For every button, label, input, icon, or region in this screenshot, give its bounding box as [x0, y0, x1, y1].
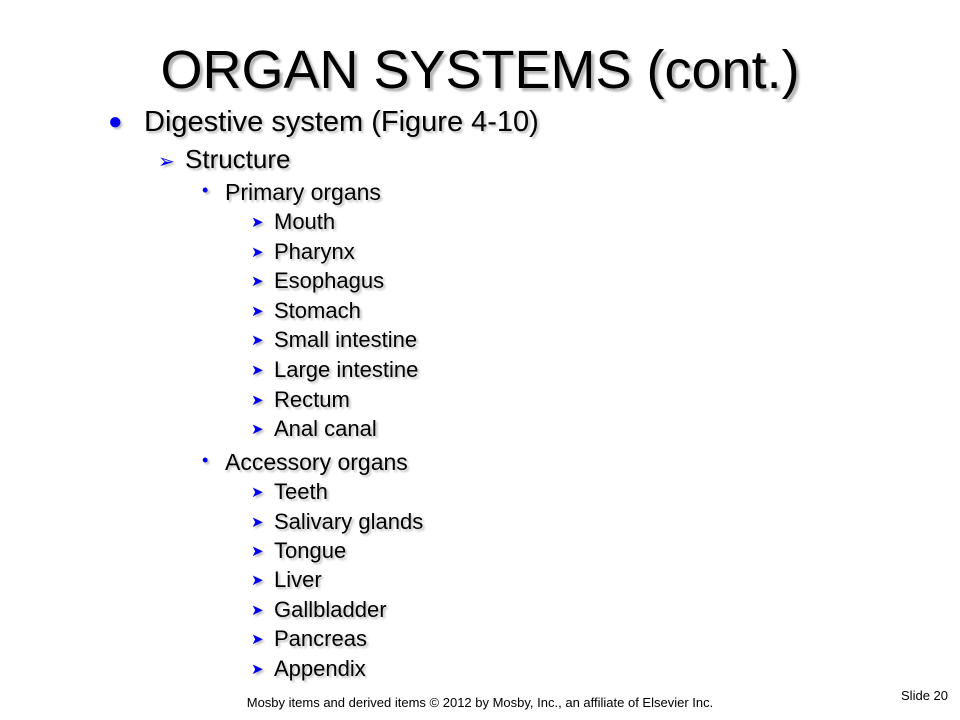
arrowhead-bullet-icon: ➤ [251, 661, 264, 678]
small-dot-bullet-icon: • [202, 450, 209, 470]
list-item: ➤ Stomach [251, 297, 361, 328]
arrowhead-bullet-icon: ➤ [251, 421, 264, 438]
bullet-structure: ➢ Structure [158, 144, 291, 177]
filled-circle-bullet-icon: ● [108, 108, 123, 135]
bullet-text: Digestive system (Figure 4-10) [144, 106, 539, 138]
list-item: ➤ Salivary glands [251, 508, 423, 539]
list-item: ➤ Gallbladder [251, 596, 387, 627]
organ-name: Mouth [274, 209, 336, 234]
organ-name: Anal canal [274, 416, 377, 441]
bullet-primary-organs: • Primary organs [202, 178, 381, 208]
list-item: ➤ Pancreas [251, 625, 367, 656]
slide-title: ORGAN SYSTEMS (cont.) [160, 40, 800, 100]
arrowhead-bullet-icon: ➤ [251, 484, 264, 501]
list-item: ➤ Teeth [251, 478, 328, 509]
arrowhead-bullet-icon: ➤ [251, 392, 264, 409]
organ-name: Liver [274, 567, 322, 592]
organ-name: Stomach [274, 298, 361, 323]
arrowhead-bullet-icon: ➤ [251, 244, 264, 261]
arrowhead-bullet-icon: ➤ [251, 273, 264, 290]
organ-name: Pancreas [274, 626, 367, 651]
copyright-footer: Mosby items and derived items © 2012 by … [246, 695, 714, 710]
list-item: ➤ Mouth [251, 208, 335, 239]
bullet-text: Structure [185, 144, 291, 174]
organ-name: Gallbladder [274, 597, 387, 622]
list-item: ➤ Liver [251, 566, 322, 597]
arrowhead-bullet-icon: ➤ [251, 303, 264, 320]
arrowhead-bullet-icon: ➤ [251, 543, 264, 560]
list-item: ➤ Small intestine [251, 326, 417, 357]
slide-number: Slide 20 [901, 688, 948, 703]
organ-name: Tongue [274, 538, 347, 563]
list-item: ➤ Rectum [251, 386, 350, 417]
arrowhead-bullet-icon: ➤ [251, 362, 264, 379]
organ-name: Salivary glands [274, 509, 424, 534]
list-item: ➤ Anal canal [251, 415, 377, 446]
arrowhead-bullet-icon: ➤ [251, 631, 264, 648]
arrowhead-bullet-icon: ➤ [251, 214, 264, 231]
arrowhead-bullet-icon: ➤ [251, 602, 264, 619]
bullet-accessory-organs: • Accessory organs [202, 448, 408, 478]
organ-name: Teeth [274, 479, 328, 504]
list-item: ➤ Large intestine [251, 356, 418, 387]
list-item: ➤ Esophagus [251, 267, 384, 298]
organ-name: Appendix [274, 656, 366, 681]
arrowhead-bullet-icon: ➤ [251, 572, 264, 589]
list-item: ➤ Appendix [251, 655, 366, 686]
arrowhead-bullet-icon: ➤ [251, 332, 264, 349]
organ-name: Rectum [274, 387, 350, 412]
bullet-text: Accessory organs [225, 449, 408, 475]
arrowhead-bullet-icon: ➢ [158, 151, 175, 173]
organ-name: Small intestine [274, 327, 418, 352]
list-item: ➤ Tongue [251, 537, 346, 568]
organ-name: Large intestine [274, 357, 419, 382]
small-dot-bullet-icon: • [202, 180, 209, 200]
organ-name: Pharynx [274, 239, 355, 264]
arrowhead-bullet-icon: ➤ [251, 514, 264, 531]
organ-name: Esophagus [274, 268, 385, 293]
list-item: ➤ Pharynx [251, 238, 355, 269]
bullet-text: Primary organs [225, 179, 381, 205]
bullet-digestive-system: ● Digestive system (Figure 4-10) [108, 105, 539, 141]
